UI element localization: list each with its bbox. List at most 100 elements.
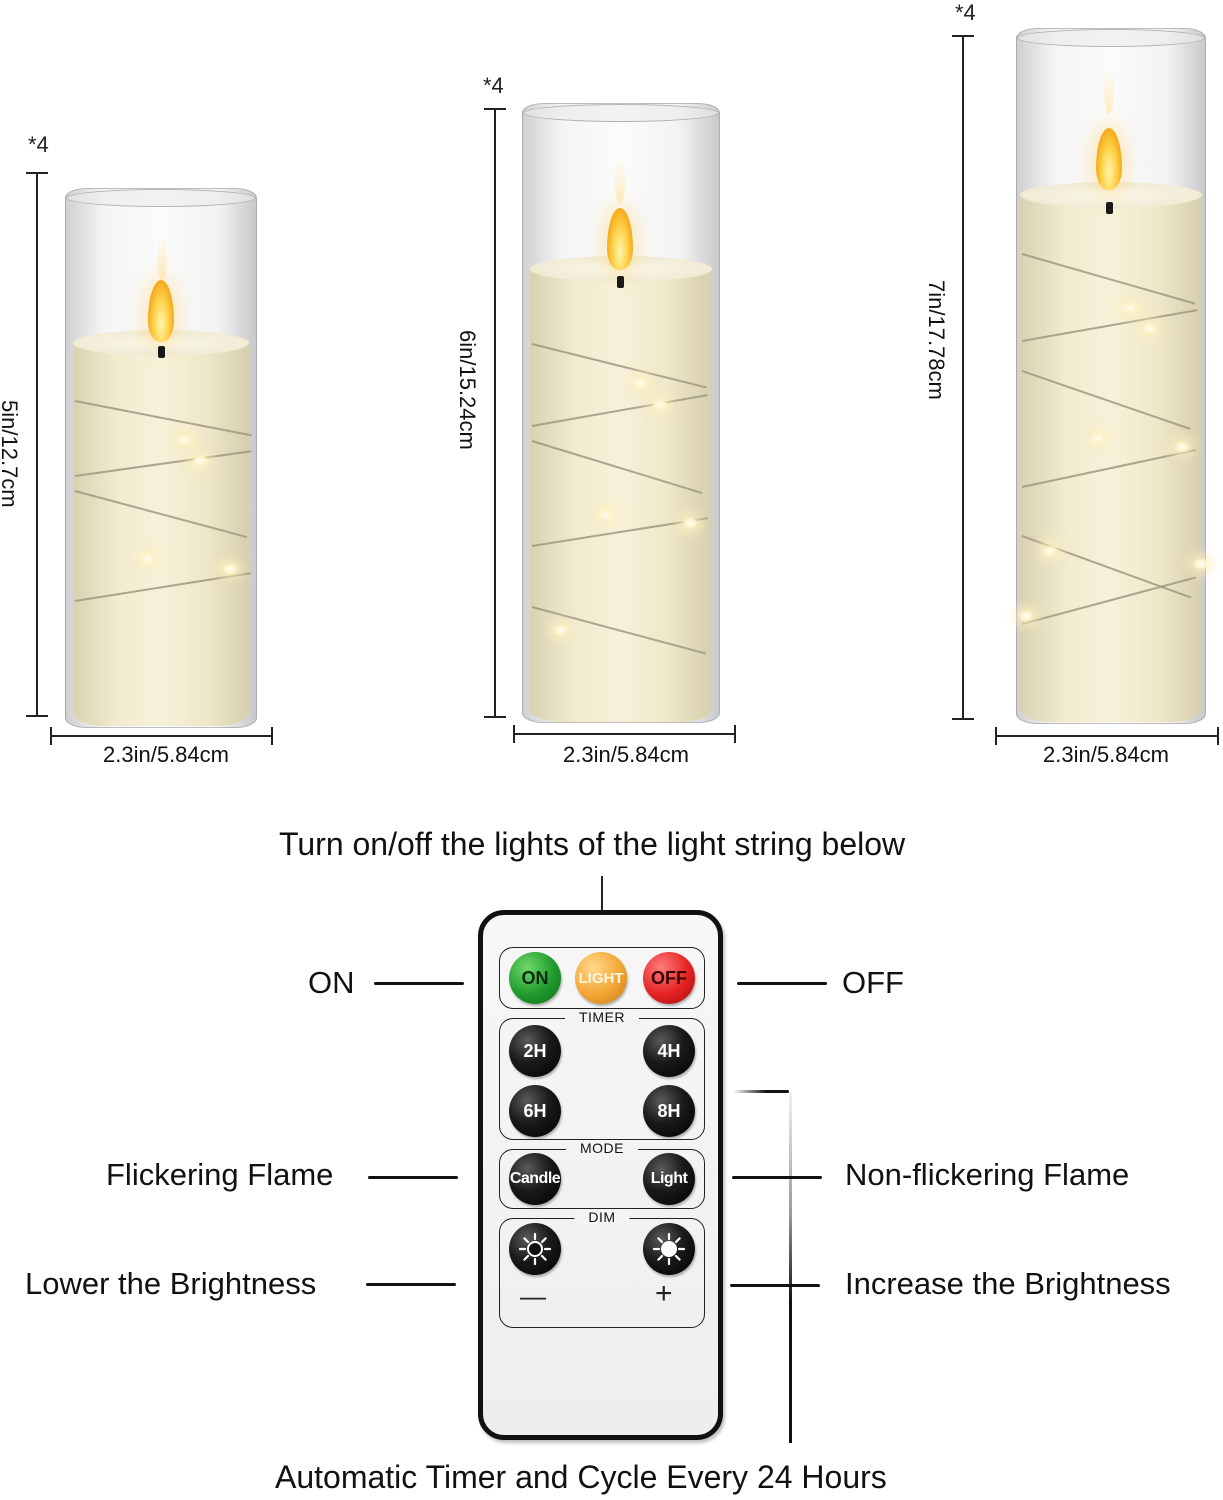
led-light (1122, 302, 1138, 314)
light-string-wire (1021, 253, 1196, 305)
leader-increase-brightness (730, 1284, 820, 1287)
led-light (222, 563, 238, 575)
led-light (598, 509, 614, 521)
height-label: 6in/15.24cm (455, 330, 480, 450)
led-light (192, 455, 208, 467)
label-on: ON (308, 965, 355, 1000)
timer-4h-button[interactable]: 4H (643, 1025, 695, 1077)
led-light (1090, 432, 1106, 444)
led-light (1142, 323, 1158, 335)
flame-tail (1104, 70, 1114, 114)
led-light (632, 377, 648, 389)
light-string-wire (1021, 309, 1198, 342)
top-caption: Turn on/off the lights of the light stri… (279, 826, 906, 862)
timer-title: TIMER (564, 1009, 640, 1025)
leader-non-flickering-flame (732, 1176, 822, 1179)
remote-control: ON LIGHT OFF TIMER 2H 4H 6H 8H MODE Cand… (478, 910, 723, 1440)
leader-light-string (733, 1090, 789, 1093)
mode-title: MODE (566, 1140, 638, 1156)
height-dimension-line (36, 172, 38, 717)
led-light (1193, 558, 1209, 570)
light-string-button[interactable]: LIGHT (575, 952, 627, 1004)
dimension-tick (50, 727, 52, 745)
flame-tail (615, 160, 625, 204)
wick (158, 346, 165, 358)
dimension-tick (484, 716, 506, 718)
top-leader-line (601, 876, 603, 912)
height-dimension-line (494, 108, 496, 718)
flame-icon (1096, 128, 1122, 190)
dimension-tick (952, 718, 974, 720)
flame-icon (148, 280, 174, 342)
off-button[interactable]: OFF (643, 952, 695, 1004)
plus-symbol: + (655, 1277, 673, 1310)
dim-title: DIM (574, 1209, 630, 1225)
light-string-wire (1021, 449, 1197, 488)
quantity-label: *4 (483, 73, 504, 98)
label-flickering-flame: Flickering Flame (106, 1157, 334, 1192)
timer-2h-button[interactable]: 2H (509, 1025, 561, 1077)
quantity-label: *4 (28, 132, 49, 157)
dimension-tick (26, 172, 48, 174)
timer-cycle-line (789, 1091, 792, 1443)
candle-small: *4 5in/12.7cm 2.3in/5.84cm (0, 0, 300, 780)
light-string-wire (531, 606, 707, 655)
on-button[interactable]: ON (509, 952, 561, 1004)
led-light (140, 553, 156, 565)
minus-symbol: — (520, 1281, 546, 1311)
wax-top (1020, 182, 1202, 208)
light-string-wire (1021, 576, 1197, 625)
glass-rim (523, 104, 719, 122)
light-string-wire (531, 394, 708, 427)
light-string-wire (531, 343, 707, 389)
glass-sleeve (1016, 28, 1206, 724)
sun-outline-icon (518, 1232, 552, 1266)
wax-candle (530, 256, 712, 722)
light-mode-button[interactable]: Light (643, 1153, 695, 1205)
label-non-flickering-flame: Non-flickering Flame (845, 1157, 1130, 1192)
width-dimension-line (50, 735, 272, 737)
light-string-wire (1021, 535, 1192, 599)
dimension-tick (952, 35, 974, 37)
width-dimension-line (513, 733, 735, 735)
dim-panel: DIM — (499, 1209, 705, 1328)
light-string-wire (1021, 370, 1191, 430)
height-label: 5in/12.7cm (0, 400, 22, 508)
leader-on (374, 982, 464, 985)
wick (1106, 202, 1113, 214)
light-string-wire (531, 517, 708, 547)
width-label: 2.3in/5.84cm (563, 742, 689, 767)
dimension-tick (271, 727, 273, 745)
power-panel: ON LIGHT OFF (499, 947, 705, 1009)
light-string-wire (531, 440, 703, 494)
glass-rim (66, 189, 256, 207)
quantity-label: *4 (955, 0, 976, 25)
glass-sleeve (522, 103, 720, 723)
sun-filled-icon (652, 1232, 686, 1266)
dimension-tick (1217, 727, 1219, 745)
timer-panel: TIMER 2H 4H 6H 8H (499, 1009, 705, 1140)
width-label: 2.3in/5.84cm (103, 742, 229, 767)
label-increase-brightness: Increase the Brightness (845, 1266, 1171, 1301)
dim-up-button[interactable] (643, 1223, 695, 1275)
wax-candle (1020, 182, 1202, 722)
led-light (1042, 545, 1058, 557)
height-dimension-line (962, 35, 964, 720)
timer-8h-button[interactable]: 8H (643, 1085, 695, 1137)
dimension-tick (26, 715, 48, 717)
width-dimension-line (995, 735, 1219, 737)
flame-tail (157, 236, 167, 280)
dimension-tick (513, 725, 515, 743)
candle-mode-button[interactable]: Candle (509, 1153, 561, 1205)
dimension-tick (734, 725, 736, 743)
dimension-tick (484, 108, 506, 110)
timer-6h-button[interactable]: 6H (509, 1085, 561, 1137)
led-light (553, 624, 569, 636)
dim-down-button[interactable] (509, 1223, 561, 1275)
width-label: 2.3in/5.84cm (1043, 742, 1169, 767)
label-lower-brightness: Lower the Brightness (25, 1266, 317, 1301)
leader-off (737, 982, 827, 985)
bottom-caption: Automatic Timer and Cycle Every 24 Hours (275, 1459, 887, 1495)
height-label: 7in/17.78cm (924, 280, 949, 400)
wick (617, 276, 624, 288)
